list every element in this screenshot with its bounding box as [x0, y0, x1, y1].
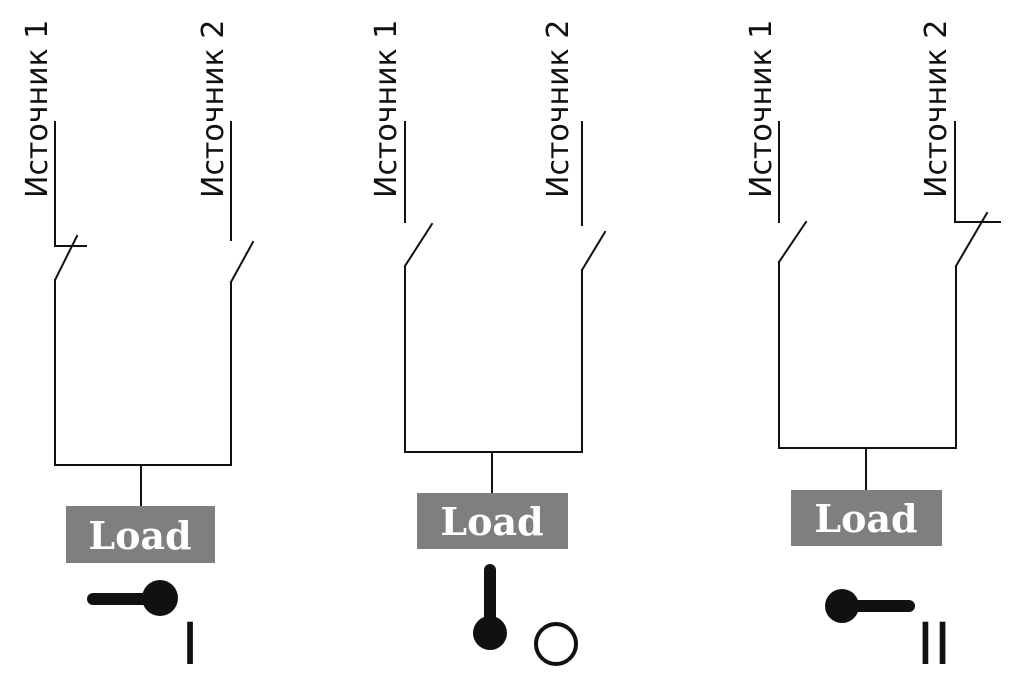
source-2-switch-blade [229, 240, 255, 284]
source-2-branch [580, 121, 607, 453]
load-box [417, 493, 568, 549]
source-2-branch [954, 121, 1001, 449]
panel-position-1: Источник 1 Источник 2 Load I [20, 20, 255, 678]
source-2-switch-blade [580, 230, 607, 272]
load-label: Load [440, 499, 543, 544]
source-1-branch [403, 121, 434, 453]
panel-position-2: Источник 1 Источник 2 Load II [744, 20, 1001, 678]
source-1-switch-blade [403, 222, 434, 268]
source-1-branch [53, 121, 87, 466]
load-box [791, 490, 942, 546]
source-1-label: Источник 1 [369, 20, 404, 198]
source-2-label: Источник 2 [196, 20, 231, 198]
handle-vertical-icon [473, 564, 507, 650]
source-1-label: Источник 1 [20, 20, 55, 198]
source-1-switch-blade [53, 234, 79, 282]
source-2-label: Источник 2 [919, 20, 954, 198]
source-1-branch [777, 121, 808, 449]
position-indicator-0-icon [534, 622, 578, 666]
source-2-switch-blade [954, 211, 989, 268]
handle-horizontal-right-icon [825, 589, 915, 623]
source-1-switch-blade [777, 220, 808, 264]
load-label: Load [88, 513, 191, 558]
source-2-branch [229, 121, 255, 466]
position-indicator-1: I [181, 610, 198, 678]
handle-horizontal-left-icon [87, 580, 178, 616]
source-1-label: Источник 1 [744, 20, 779, 198]
position-indicator-2: II [917, 610, 951, 678]
load-box [66, 506, 215, 563]
load-label: Load [814, 496, 917, 541]
source-2-label: Источник 2 [541, 20, 576, 198]
panel-position-0: Источник 1 Источник 2 Load [369, 20, 607, 666]
